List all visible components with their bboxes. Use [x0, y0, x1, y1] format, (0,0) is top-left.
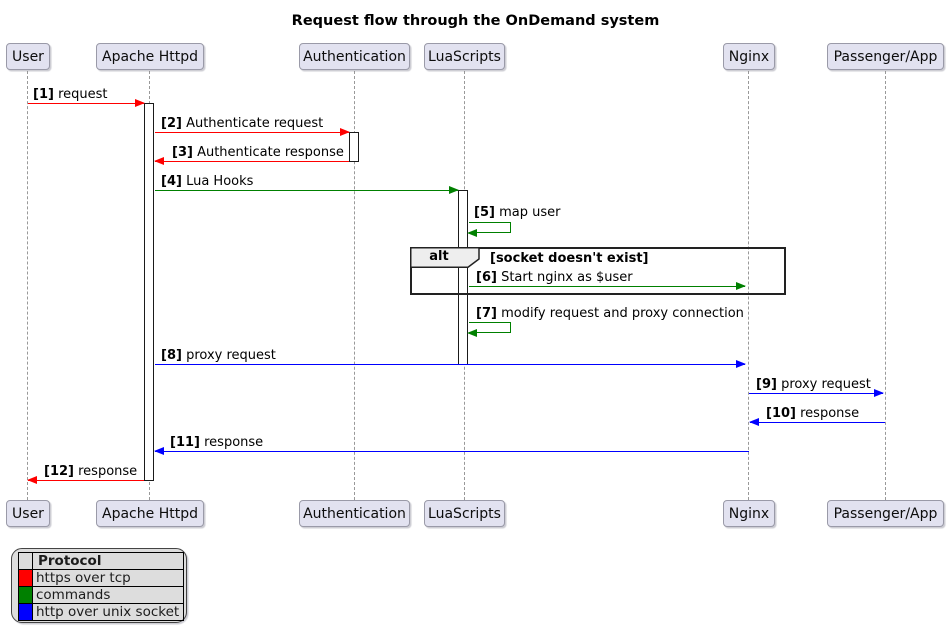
- legend-header-label: Protocol: [31, 552, 185, 570]
- legend-row: http over unix socket: [18, 603, 185, 621]
- arrowhead-icon: [154, 447, 164, 455]
- legend-label: https over tcp: [31, 569, 185, 587]
- legend-label: commands: [31, 586, 185, 604]
- arrowhead-icon: [449, 186, 459, 194]
- alt-frame: alt [socket doesn't exist]: [410, 247, 786, 295]
- legend: Protocol https over tcp commands http ov…: [11, 548, 187, 623]
- alt-frame-keyword: alt: [429, 249, 449, 264]
- participant-authentication-top: Authentication: [299, 43, 410, 70]
- arrowhead-icon: [467, 329, 477, 337]
- participant-nginx-top: Nginx: [723, 43, 775, 70]
- arrowhead-icon: [736, 360, 746, 368]
- participant-apache-httpd-top: Apache Httpd: [96, 43, 204, 70]
- arrow-5-map-user-self: [467, 222, 511, 237]
- participant-apache-httpd-bottom: Apache Httpd: [96, 500, 204, 527]
- arrow-3-authenticate-response: [154, 157, 349, 165]
- participant-luascripts-top: LuaScripts: [424, 43, 505, 70]
- arrow-4-lua-hooks: [155, 186, 459, 194]
- message-12-label: [12] response: [44, 464, 138, 479]
- arrowhead-icon: [736, 282, 746, 290]
- activation-bar-apache-httpd: [144, 103, 154, 481]
- lifeline-authentication: [354, 71, 355, 500]
- message-2-label: [2] Authenticate request: [161, 116, 324, 131]
- message-5-label: [5] map user: [474, 205, 561, 220]
- message-8-label: [8] proxy request: [161, 348, 276, 363]
- participant-user-bottom: User: [6, 500, 50, 527]
- arrowhead-icon: [874, 389, 884, 397]
- participant-luascripts-bottom: LuaScripts: [424, 500, 505, 527]
- arrow-11-response: [154, 447, 749, 455]
- arrow-9-proxy-request: [749, 389, 884, 397]
- arrow-1-request: [28, 99, 145, 107]
- participant-user-top: User: [6, 43, 50, 70]
- alt-frame-tab: alt: [410, 247, 480, 268]
- arrowhead-icon: [340, 128, 350, 136]
- participant-passenger-app-bottom: Passenger/App: [827, 500, 944, 527]
- lifeline-passenger-app: [885, 71, 886, 500]
- legend-header-swatch: [18, 552, 33, 570]
- message-7-label: [7] modify request and proxy connection: [476, 306, 744, 321]
- arrowhead-icon: [135, 99, 145, 107]
- lifeline-nginx: [748, 71, 749, 500]
- lifeline-user: [27, 71, 28, 500]
- arrow-10-response: [749, 418, 885, 426]
- legend-table: Protocol https over tcp commands http ov…: [18, 552, 185, 621]
- message-10-label: [10] response: [766, 406, 860, 421]
- arrow-12-response: [27, 476, 144, 484]
- arrowhead-icon: [27, 476, 37, 484]
- arrow-8-proxy-request: [155, 360, 746, 368]
- legend-row: commands: [18, 586, 185, 604]
- arrow-2-authenticate-request: [155, 128, 350, 136]
- arrow-6-start-nginx: [469, 282, 746, 290]
- participant-passenger-app-top: Passenger/App: [827, 43, 944, 70]
- participant-authentication-bottom: Authentication: [299, 500, 410, 527]
- alt-frame-condition: [socket doesn't exist]: [490, 251, 649, 266]
- diagram-title: Request flow through the OnDemand system: [291, 13, 660, 29]
- legend-swatch-green: [18, 586, 33, 604]
- legend-row: https over tcp: [18, 569, 185, 587]
- arrowhead-icon: [467, 229, 477, 237]
- legend-swatch-red: [18, 569, 33, 587]
- message-9-label: [9] proxy request: [756, 377, 871, 392]
- message-4-label: [4] Lua Hooks: [161, 174, 254, 189]
- legend-swatch-blue: [18, 603, 33, 621]
- alt-tab-shape-icon: [410, 247, 480, 268]
- message-3-label: [3] Authenticate response: [172, 145, 344, 160]
- message-6-label: [6] Start nginx as $user: [476, 270, 633, 285]
- message-1-label: [1] request: [33, 87, 108, 102]
- legend-label: http over unix socket: [31, 603, 185, 621]
- activation-bar-authentication: [349, 132, 359, 162]
- participant-nginx-bottom: Nginx: [723, 500, 775, 527]
- arrow-7-modify-request-self: [467, 322, 511, 337]
- arrowhead-icon: [749, 418, 759, 426]
- legend-header-row: Protocol: [18, 552, 185, 570]
- message-11-label: [11] response: [170, 435, 264, 450]
- arrowhead-icon: [154, 157, 164, 165]
